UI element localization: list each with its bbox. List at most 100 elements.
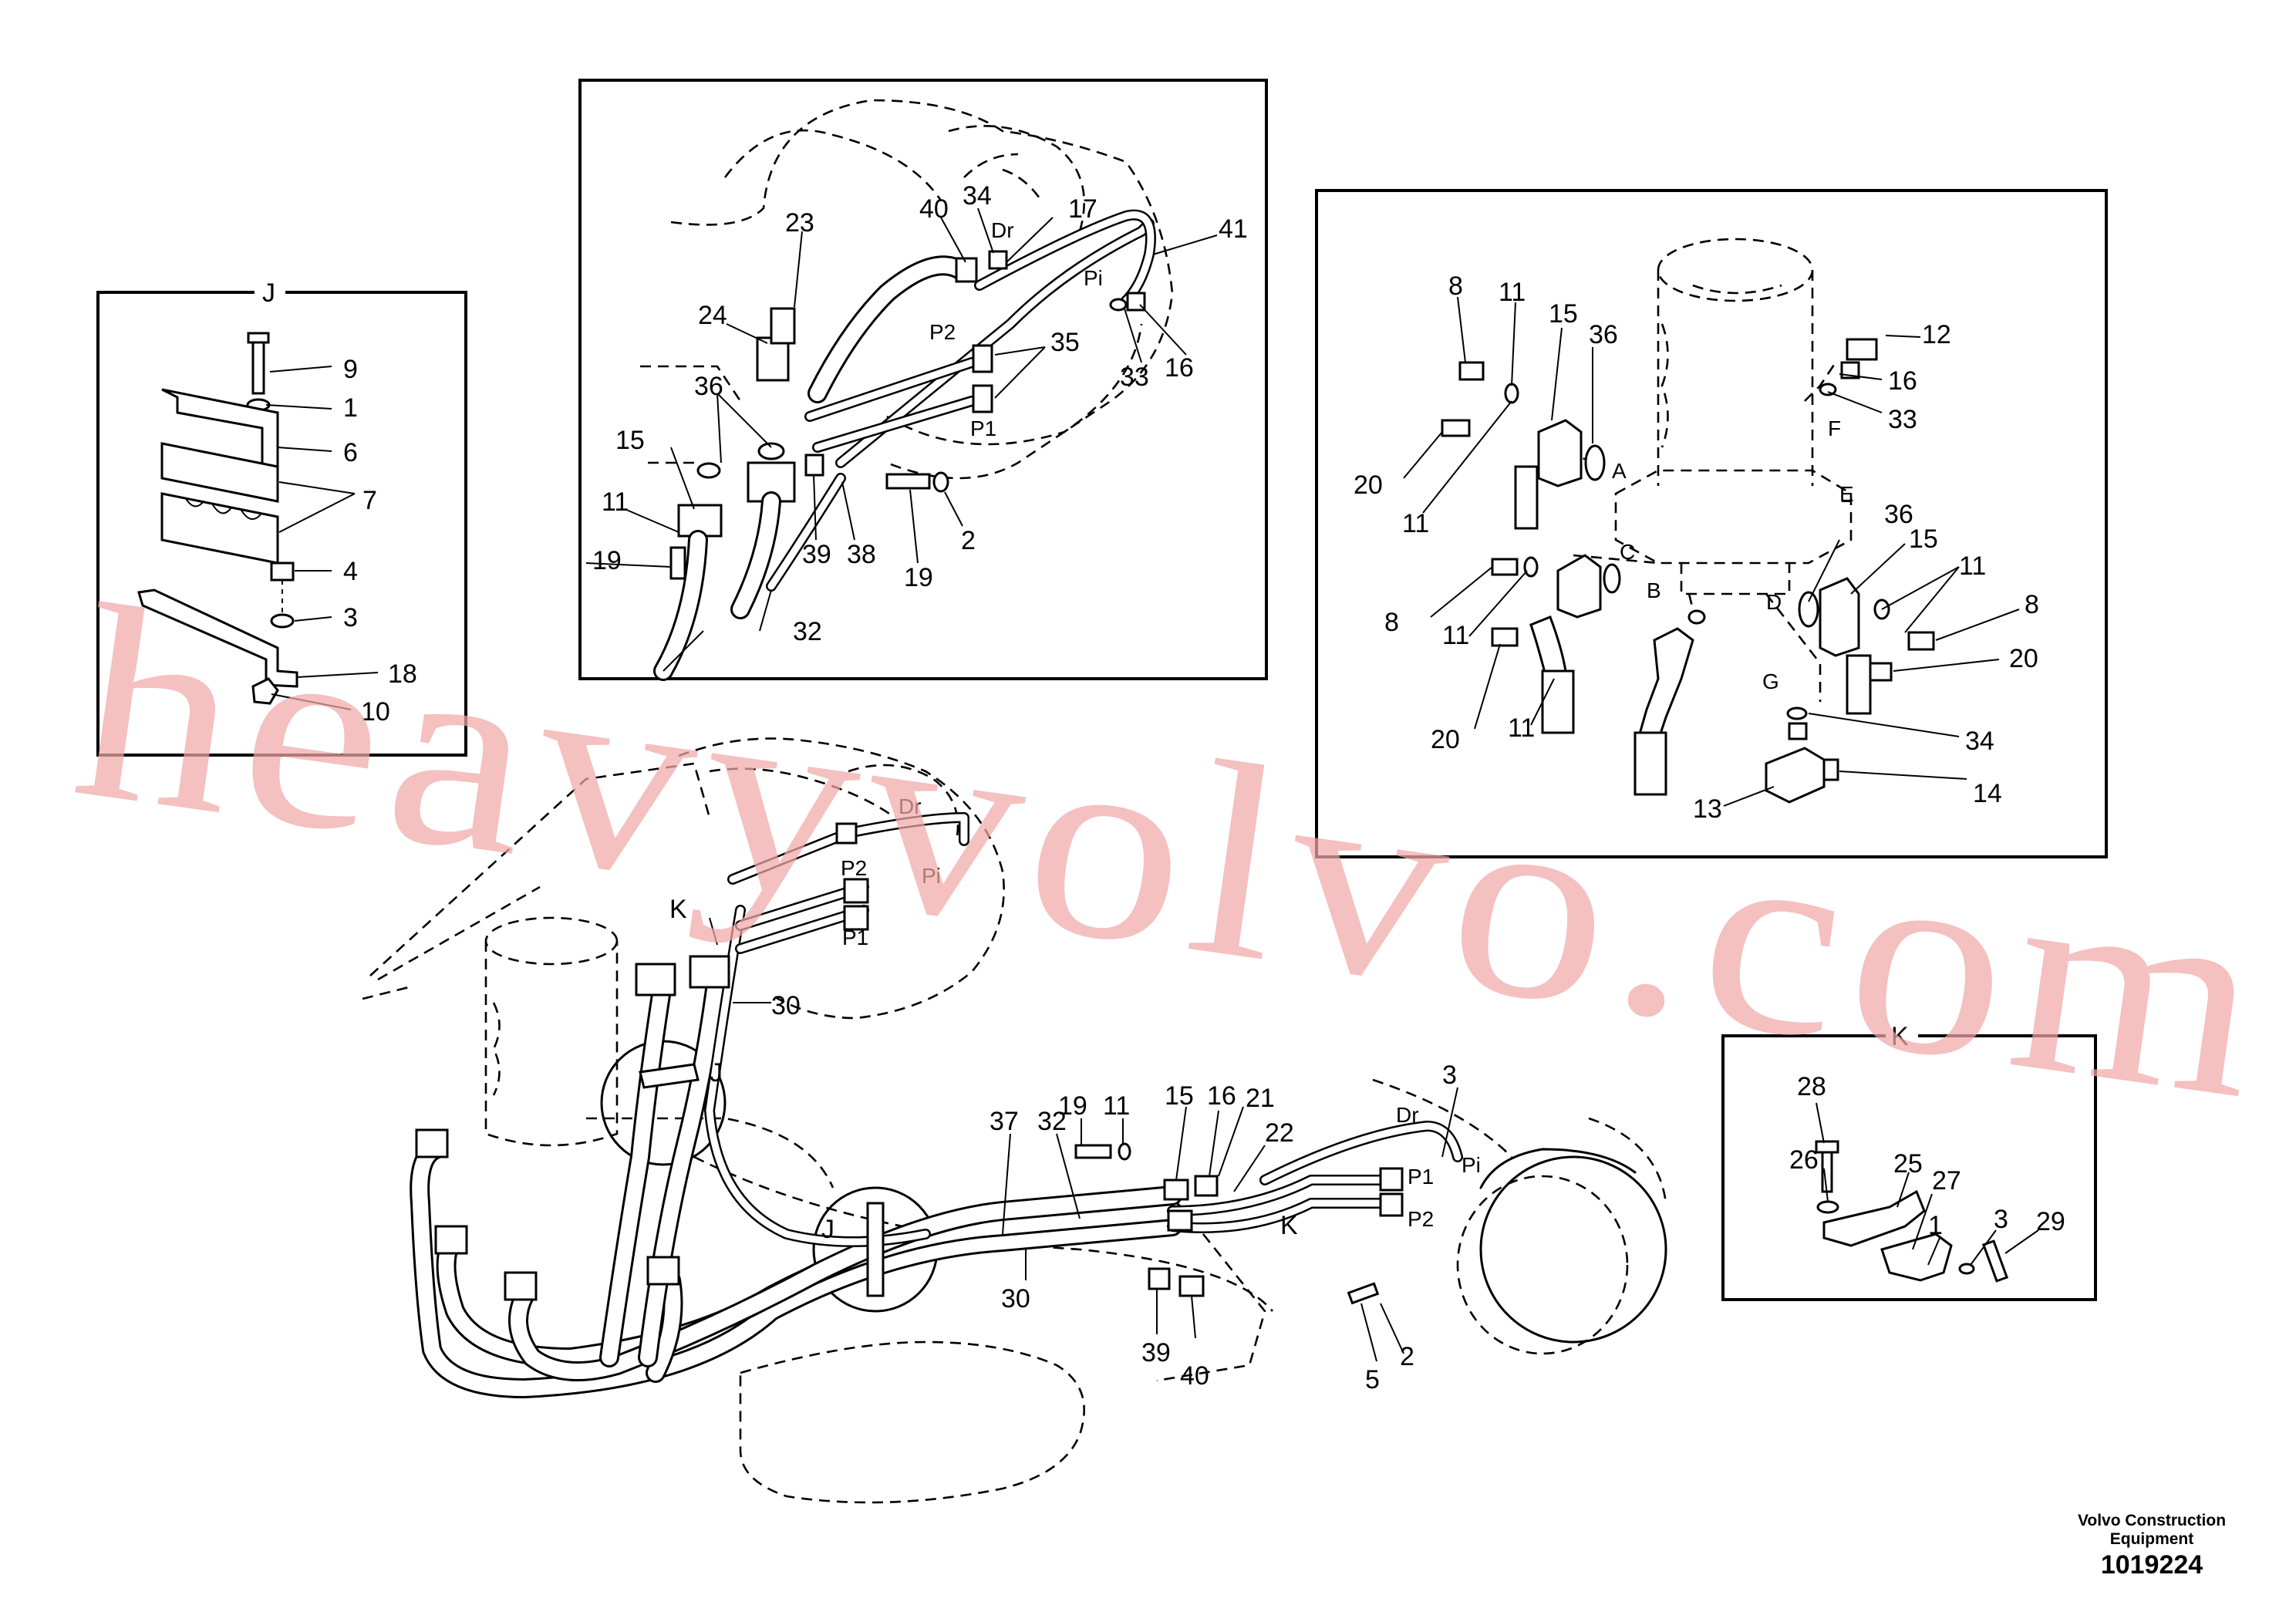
callout-16: 16	[1165, 353, 1194, 383]
fitting-23	[770, 307, 796, 345]
swivel-cap	[1692, 284, 1782, 295]
clamp-35-lower	[972, 384, 993, 413]
callout-14: 14	[1973, 779, 2002, 808]
washer-11-mid	[1523, 556, 1539, 578]
oring-36-upper	[1584, 444, 1606, 481]
bolt-8-mid	[1491, 558, 1519, 576]
callout-24: 24	[698, 301, 727, 330]
callout-8-right: 8	[2025, 590, 2039, 619]
figure-number: 1019224	[2100, 1550, 2203, 1580]
inset-k-title: K	[1891, 1022, 1909, 1051]
hose-11-lower	[1541, 669, 1575, 734]
view-ref-j-upper: J	[710, 1058, 723, 1088]
elbow-15-right	[1819, 577, 1860, 657]
track-frame-outline	[1156, 1078, 1512, 1382]
callout-2: 2	[961, 526, 976, 555]
callout-6: 6	[343, 438, 358, 467]
callout-20-right: 20	[2009, 644, 2038, 673]
port-dr-main: Dr	[899, 794, 922, 818]
motor-outline	[670, 99, 1174, 480]
port-pi-right: Pi	[1462, 1153, 1481, 1177]
flange-center-right	[689, 955, 730, 989]
callout-11-mid: 11	[1442, 621, 1469, 650]
callout-15-right: 15	[1909, 524, 1938, 554]
travel-motor-gear	[848, 764, 959, 841]
hose-vertical-right-inner	[640, 964, 725, 1365]
leader-lines-main	[709, 917, 1458, 1362]
swivel-top	[1657, 238, 1814, 302]
fitting-39	[804, 454, 824, 477]
travel-motor-outline	[678, 737, 1005, 1020]
callout-15-main: 15	[1165, 1081, 1194, 1111]
washer-11-main	[1118, 1142, 1131, 1161]
bolt-29	[1981, 1239, 2009, 1283]
callout-27: 27	[1932, 1166, 1961, 1195]
pipe-p1-inner	[814, 397, 976, 451]
adapter-14	[1788, 722, 1808, 740]
leader-lines-k	[1816, 1102, 2039, 1266]
clamp-35-upper	[972, 344, 993, 373]
callout-11-upper: 11	[1499, 278, 1526, 307]
hose-end-upper	[1514, 465, 1539, 530]
callout-26: 26	[1789, 1145, 1819, 1175]
upper-frame-outline	[362, 762, 711, 1000]
callout-36: 36	[694, 372, 723, 401]
swivel-base	[1614, 469, 1853, 565]
inset-j: J 9 1 6 7 4 3 18 10	[96, 278, 467, 757]
bolt-19	[885, 473, 931, 490]
callout-34: 34	[963, 181, 992, 211]
main-assembly: 30 19 11 15 16 21 22 3 37 32 30 39 40 5 …	[362, 737, 1667, 1504]
callout-12: 12	[1922, 320, 1951, 349]
pilot-tube-38-inner	[767, 474, 845, 590]
bolt-20-mid	[1491, 627, 1519, 647]
callout-11: 11	[602, 487, 629, 517]
port-p2-right: P2	[1408, 1207, 1434, 1231]
oring-36-right	[757, 442, 785, 460]
frame-outline	[640, 365, 742, 464]
port-pi-main: Pi	[922, 864, 941, 888]
view-ref-k-upper: K	[669, 895, 687, 924]
top-inset: 40 34 17 41 23 24 36 35 15 11 19 39 38 1…	[578, 79, 1268, 681]
pipe-41-inner	[837, 220, 1153, 467]
hose-32-right-inner	[733, 494, 779, 617]
callout-5: 5	[1365, 1365, 1380, 1394]
oring-34	[1786, 706, 1808, 720]
washer-3-k	[1958, 1263, 1975, 1275]
right-travel-motor-rim	[1456, 1175, 1629, 1355]
port-dr-right: Dr	[1396, 1103, 1419, 1127]
right-inset-frame	[1315, 189, 2108, 858]
callout-16-main: 16	[1207, 1081, 1236, 1111]
top-inset-frame	[578, 79, 1268, 680]
bolt-19-main	[1074, 1144, 1112, 1159]
oring-33	[1109, 298, 1128, 312]
callout-17: 17	[1068, 194, 1097, 224]
callout-39: 39	[802, 540, 831, 569]
callout-11-main: 11	[1103, 1091, 1130, 1121]
washer-3	[270, 613, 295, 629]
bolt-5	[1347, 1282, 1380, 1305]
union-22	[1167, 1209, 1193, 1232]
clamp-upper-7	[160, 442, 279, 503]
center-joint-detail	[492, 1002, 501, 1096]
bolt-8-upper	[1458, 361, 1485, 381]
cover-6	[161, 388, 279, 476]
callout-13: 13	[1693, 794, 1722, 824]
washer-11-upper	[1504, 383, 1519, 404]
callout-19-main: 19	[1058, 1091, 1087, 1121]
callout-1: 1	[343, 393, 358, 423]
callout-3-k: 3	[1994, 1205, 2008, 1234]
pilot-line-center-inner	[706, 906, 929, 1246]
swivel-detail	[1660, 323, 1669, 448]
motor-outline-lower	[886, 323, 1143, 446]
flange-left-lower	[504, 1271, 538, 1301]
port-dr-top: Dr	[991, 218, 1014, 242]
clamp-grooves	[184, 497, 261, 521]
callout-15-upper: 15	[1549, 299, 1578, 329]
swivel-bottom	[1680, 563, 1791, 595]
callout-30-upper: 30	[771, 991, 801, 1020]
port-e: E	[1839, 482, 1854, 506]
flange-lower-center	[646, 1256, 680, 1286]
right-clamp-p1	[1379, 1167, 1404, 1192]
clamp-lower-7	[160, 492, 279, 565]
